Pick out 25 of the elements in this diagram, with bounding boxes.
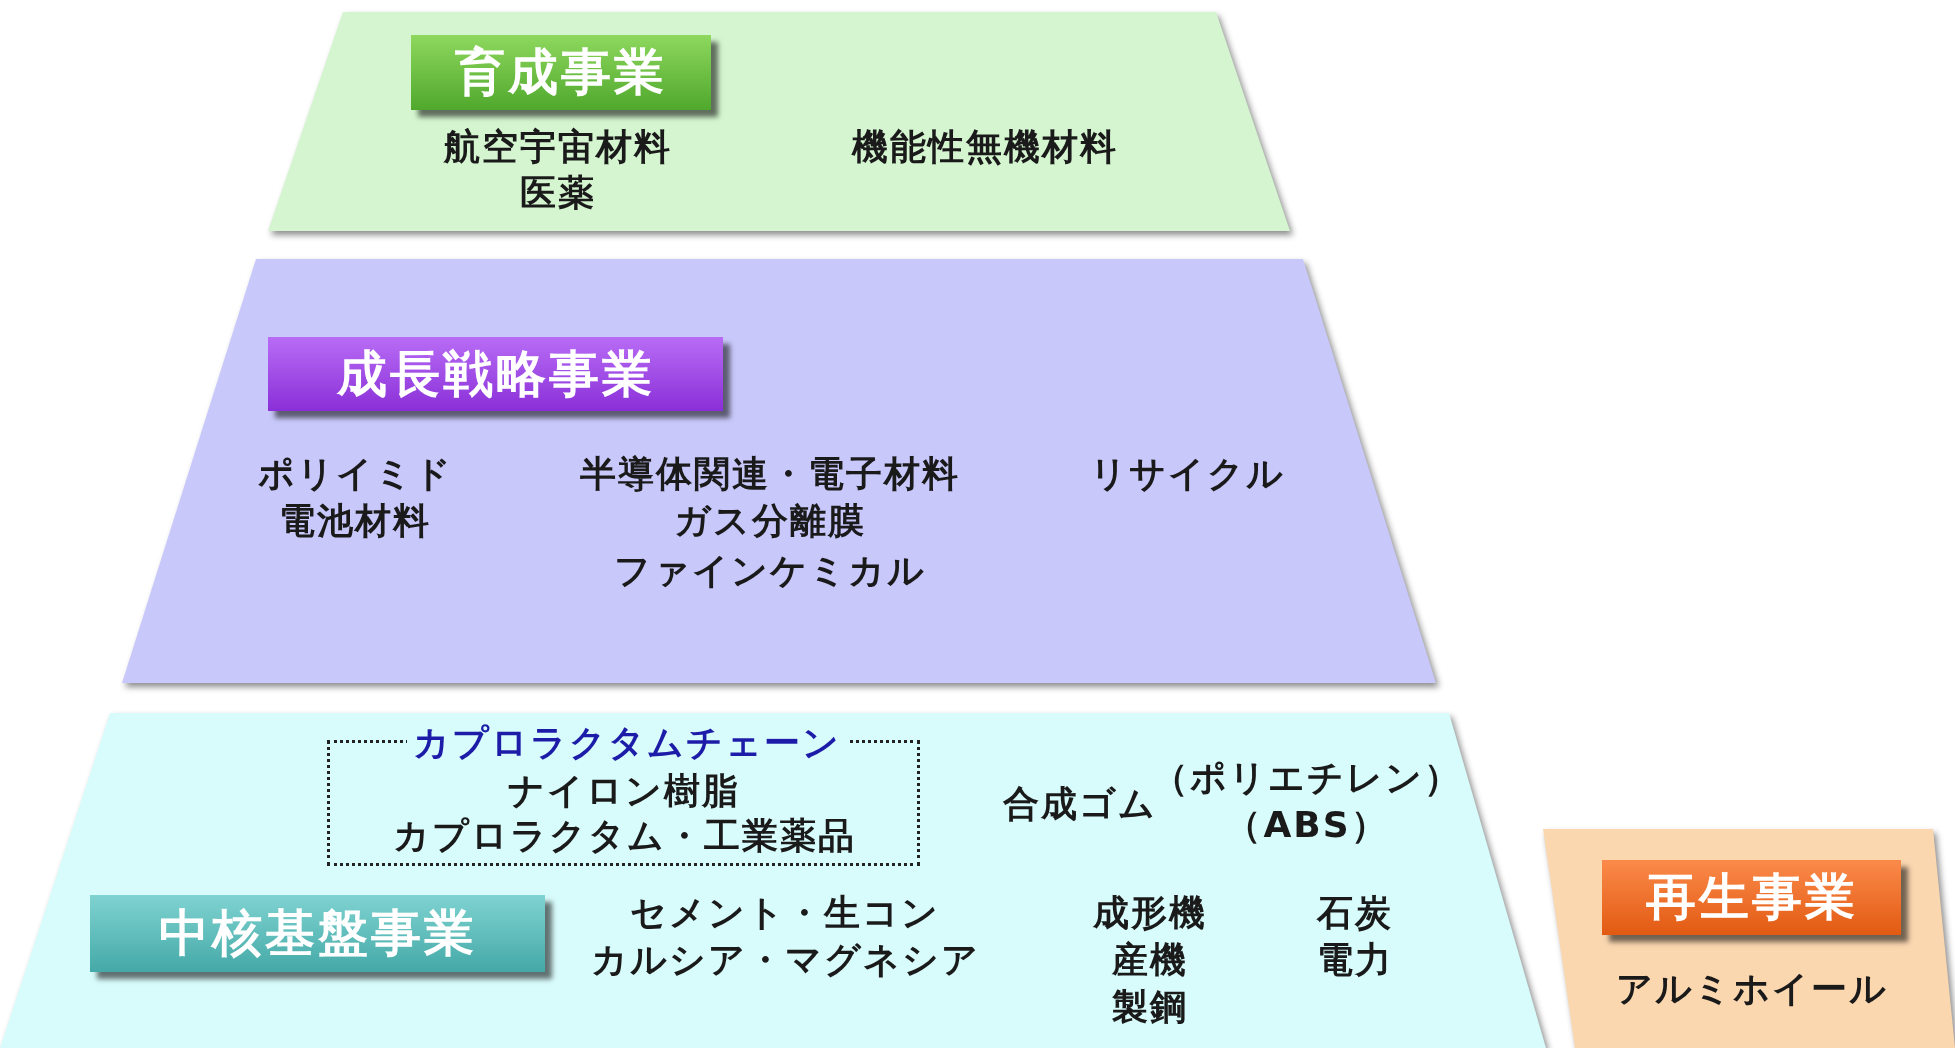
segment-label: 半導体関連・電子材料 <box>580 454 960 494</box>
segment-label: リサイクル <box>1089 454 1285 494</box>
segment-label: カプロラクタム・工業薬品 <box>392 816 856 856</box>
segment-label: （ABS） <box>1225 805 1389 845</box>
segment-label: 航空宇宙材料 <box>444 127 672 167</box>
segment-label: ガス分離膜 <box>674 501 866 541</box>
segment-label: 電池材料 <box>279 501 431 541</box>
segment-label: 成形機 <box>1093 893 1207 933</box>
segment-label: 医薬 <box>520 173 596 213</box>
segment-label: ナイロン樹脂 <box>508 771 740 811</box>
category-badge: 育成事業 <box>411 35 711 110</box>
segment-label: ファインケミカル <box>614 551 926 591</box>
segment-label: 機能性無機材料 <box>852 127 1118 167</box>
group-title: カプロラクタムチェーン <box>406 723 847 763</box>
segment-label: カルシア・マグネシア <box>590 940 980 980</box>
segment-label: 石炭 <box>1317 893 1393 933</box>
category-badge: 成長戦略事業 <box>268 337 723 411</box>
category-badge: 再生事業 <box>1602 860 1901 935</box>
segment-label: 製鋼 <box>1112 987 1188 1027</box>
category-badge: 中核基盤事業 <box>90 895 545 972</box>
segment-label: アルミホイール <box>1616 969 1888 1009</box>
segment-label: 産機 <box>1112 940 1188 980</box>
segment-label: ポリイミド <box>257 454 453 494</box>
segment-label: 電力 <box>1317 940 1393 980</box>
segment-label: セメント・生コン <box>630 893 940 933</box>
